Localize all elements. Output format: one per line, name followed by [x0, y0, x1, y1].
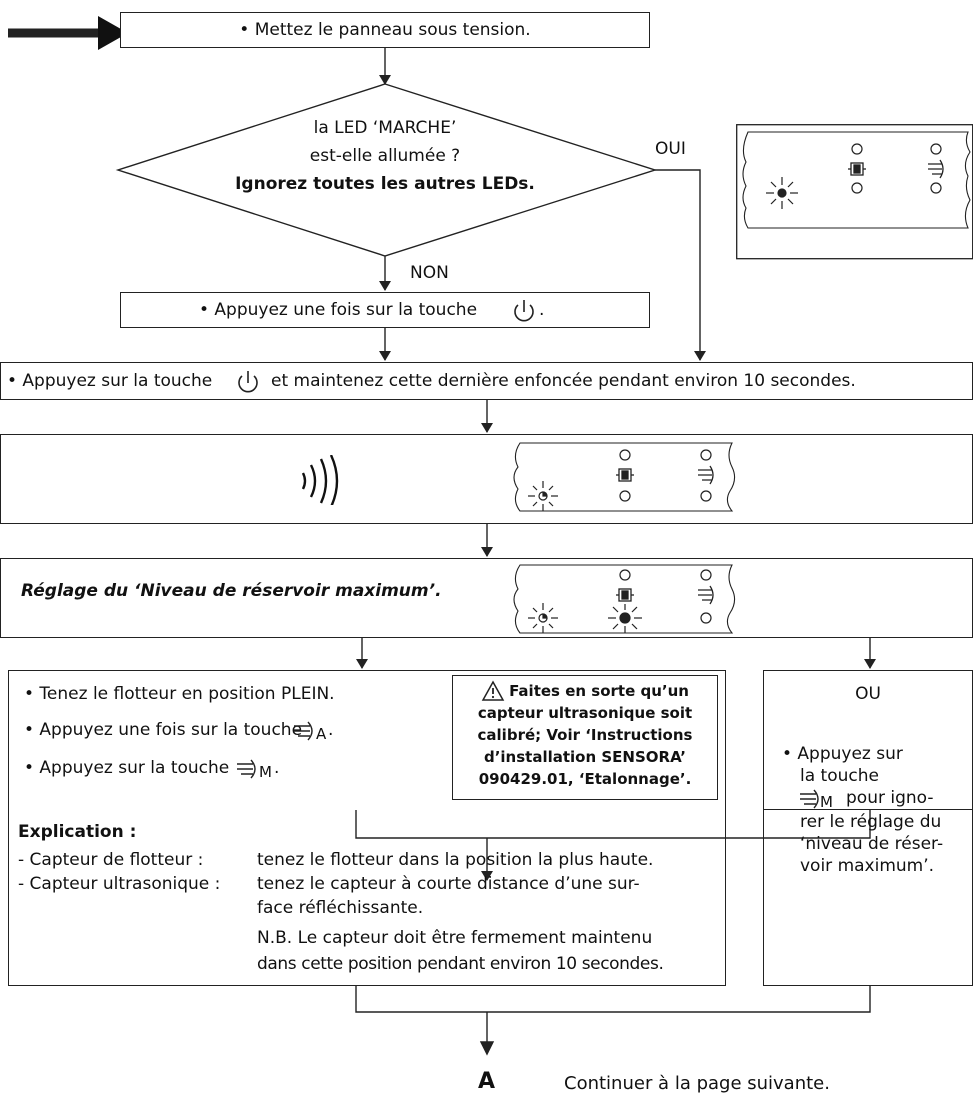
- explanation-title: Explication :: [18, 822, 137, 842]
- press-once-text: • Appuyez une fois sur la touche: [199, 300, 478, 320]
- note-text: dans cette position pendant environ 10 s…: [257, 954, 664, 974]
- sound-waves-icon: [301, 455, 339, 505]
- led-off-icon: [619, 449, 631, 461]
- power-icon: [238, 371, 258, 393]
- ultrasonic-text: face réfléchissante.: [257, 898, 424, 918]
- valve-icon: [237, 759, 256, 779]
- led-lit-icon: [608, 604, 642, 633]
- ultrasonic-text: tenez le capteur à courte distance d’une…: [257, 874, 640, 894]
- alternative-line: pour igno-: [846, 788, 934, 808]
- power-on-box: • Mettez le panneau sous tension.: [120, 12, 650, 48]
- pump-icon: [848, 162, 866, 176]
- led-off-icon: [619, 569, 631, 581]
- warning-line: d’installation SENSORA’: [483, 748, 687, 766]
- led-off-icon: [619, 490, 631, 502]
- decision-line-1: la LED ‘MARCHE’: [313, 118, 457, 138]
- led-off-icon: [700, 612, 712, 624]
- alternative-line: rer le réglage du: [800, 812, 942, 832]
- key-subscript: A: [316, 725, 327, 743]
- page-connector-label: A: [478, 1069, 496, 1094]
- note-text: N.B. Le capteur doit être fermement main…: [257, 928, 653, 948]
- alternative-line: voir maximum’.: [800, 856, 935, 876]
- led-off-icon: [700, 490, 712, 502]
- led-off-icon: [700, 569, 712, 581]
- pump-icon: [616, 588, 634, 602]
- warning-line: calibré; Voir ‘Instructions: [477, 726, 693, 744]
- led-off-icon: [851, 182, 863, 194]
- led-off-icon: [930, 143, 942, 155]
- warning-line: capteur ultrasonique soit: [477, 704, 693, 722]
- led-panel-illustration: [736, 124, 973, 260]
- instruction-item: • Appuyez sur la touche: [24, 758, 230, 778]
- tank-level-title: Réglage du ‘Niveau de réservoir maximum’…: [21, 581, 442, 601]
- key-subscript: M: [820, 793, 833, 811]
- led-off-icon: [700, 449, 712, 461]
- pump-icon: [616, 468, 634, 482]
- instructions-box-lower: [8, 808, 726, 986]
- float-sensor-label: - Capteur de flotteur :: [18, 850, 204, 870]
- float-sensor-text: tenez le flotteur dans la position la pl…: [257, 850, 654, 870]
- power-on-text: • Mettez le panneau sous tension.: [239, 20, 531, 40]
- continue-text: Continuer à la page suivante.: [564, 1073, 830, 1094]
- arrow-right-icon: [98, 16, 128, 50]
- press-hold-prefix: • Appuyez sur la touche: [7, 371, 213, 391]
- press-once-box: • Appuyez une fois sur la touche .: [120, 292, 650, 328]
- led-off-icon: [851, 143, 863, 155]
- led-lit-icon: [528, 481, 558, 511]
- no-label: NON: [410, 263, 449, 283]
- warning-line: 090429.01, ‘Etalonnage’.: [478, 770, 692, 788]
- ultrasonic-label: - Capteur ultrasonique :: [18, 874, 221, 894]
- led-panel-illustration: [513, 564, 736, 634]
- valve-icon: [294, 721, 313, 741]
- led-panel-illustration: [513, 442, 736, 512]
- warning-box: Faites en sorte qu’un capteur ultrasoniq…: [452, 675, 718, 800]
- led-lit-icon: [766, 177, 798, 209]
- warning-triangle-icon: [481, 680, 505, 701]
- led-lit-icon: [528, 603, 558, 633]
- explanation-box: [8, 808, 726, 810]
- instruction-item: • Appuyez une fois sur la touche: [24, 720, 303, 740]
- sound-signal-box: [0, 434, 973, 524]
- yes-label: OUI: [655, 139, 686, 159]
- tank-level-setting-box: Réglage du ‘Niveau de réservoir maximum’…: [0, 558, 973, 638]
- led-off-icon: [930, 182, 942, 194]
- alternative-line: la touche: [800, 766, 879, 786]
- valve-icon: [698, 465, 714, 485]
- alternative-title: OU: [855, 684, 881, 704]
- press-hold-box: • Appuyez sur la touche et maintenez cet…: [0, 362, 973, 400]
- valve-icon: [800, 789, 819, 809]
- press-hold-suffix: et maintenez cette dernière enfoncée pen…: [271, 371, 856, 391]
- valve-icon: [698, 585, 714, 605]
- alternative-line: ‘niveau de réser-: [800, 834, 944, 854]
- power-icon: [514, 300, 534, 322]
- warning-line: Faites en sorte qu’un: [509, 682, 689, 700]
- decision-line-3: Ignorez toutes les autres LEDs.: [235, 174, 535, 194]
- instruction-item: • Tenez le flotteur en position PLEIN.: [24, 684, 335, 704]
- valve-icon: [928, 159, 944, 179]
- decision-line-2: est-elle allumée ?: [309, 146, 461, 166]
- key-subscript: M: [259, 763, 272, 781]
- alternative-line: • Appuyez sur: [782, 744, 903, 764]
